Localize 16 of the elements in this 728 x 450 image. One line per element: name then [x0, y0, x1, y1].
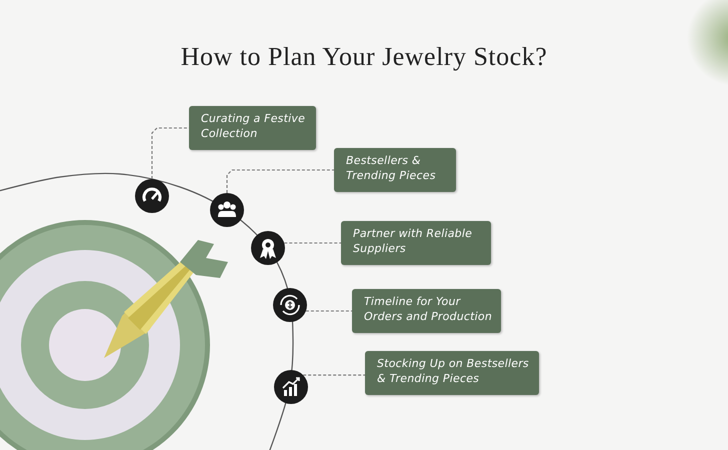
- leader-line: [303, 374, 365, 376]
- step-box: Stocking Up on Bestsellers & Trending Pieces: [365, 351, 539, 395]
- people-icon: [210, 193, 244, 227]
- award-ribbon-icon: [251, 231, 285, 265]
- leader-line: [226, 169, 334, 193]
- leader-line: [151, 127, 189, 179]
- step-box: Bestsellers & Trending Pieces: [334, 148, 456, 192]
- leader-line: [284, 242, 341, 244]
- title: How to Plan Your Jewelry Stock?: [180, 42, 548, 71]
- step-box: Curating a Festive Collection: [189, 106, 316, 150]
- growth-chart-icon: [274, 370, 308, 404]
- leader-line: [306, 310, 352, 312]
- gauge-icon: [135, 179, 169, 213]
- step-box: Partner with Reliable Suppliers: [341, 221, 491, 265]
- dollar-cycle-icon: [273, 288, 307, 322]
- step-box: Timeline for Your Orders and Production: [352, 289, 501, 333]
